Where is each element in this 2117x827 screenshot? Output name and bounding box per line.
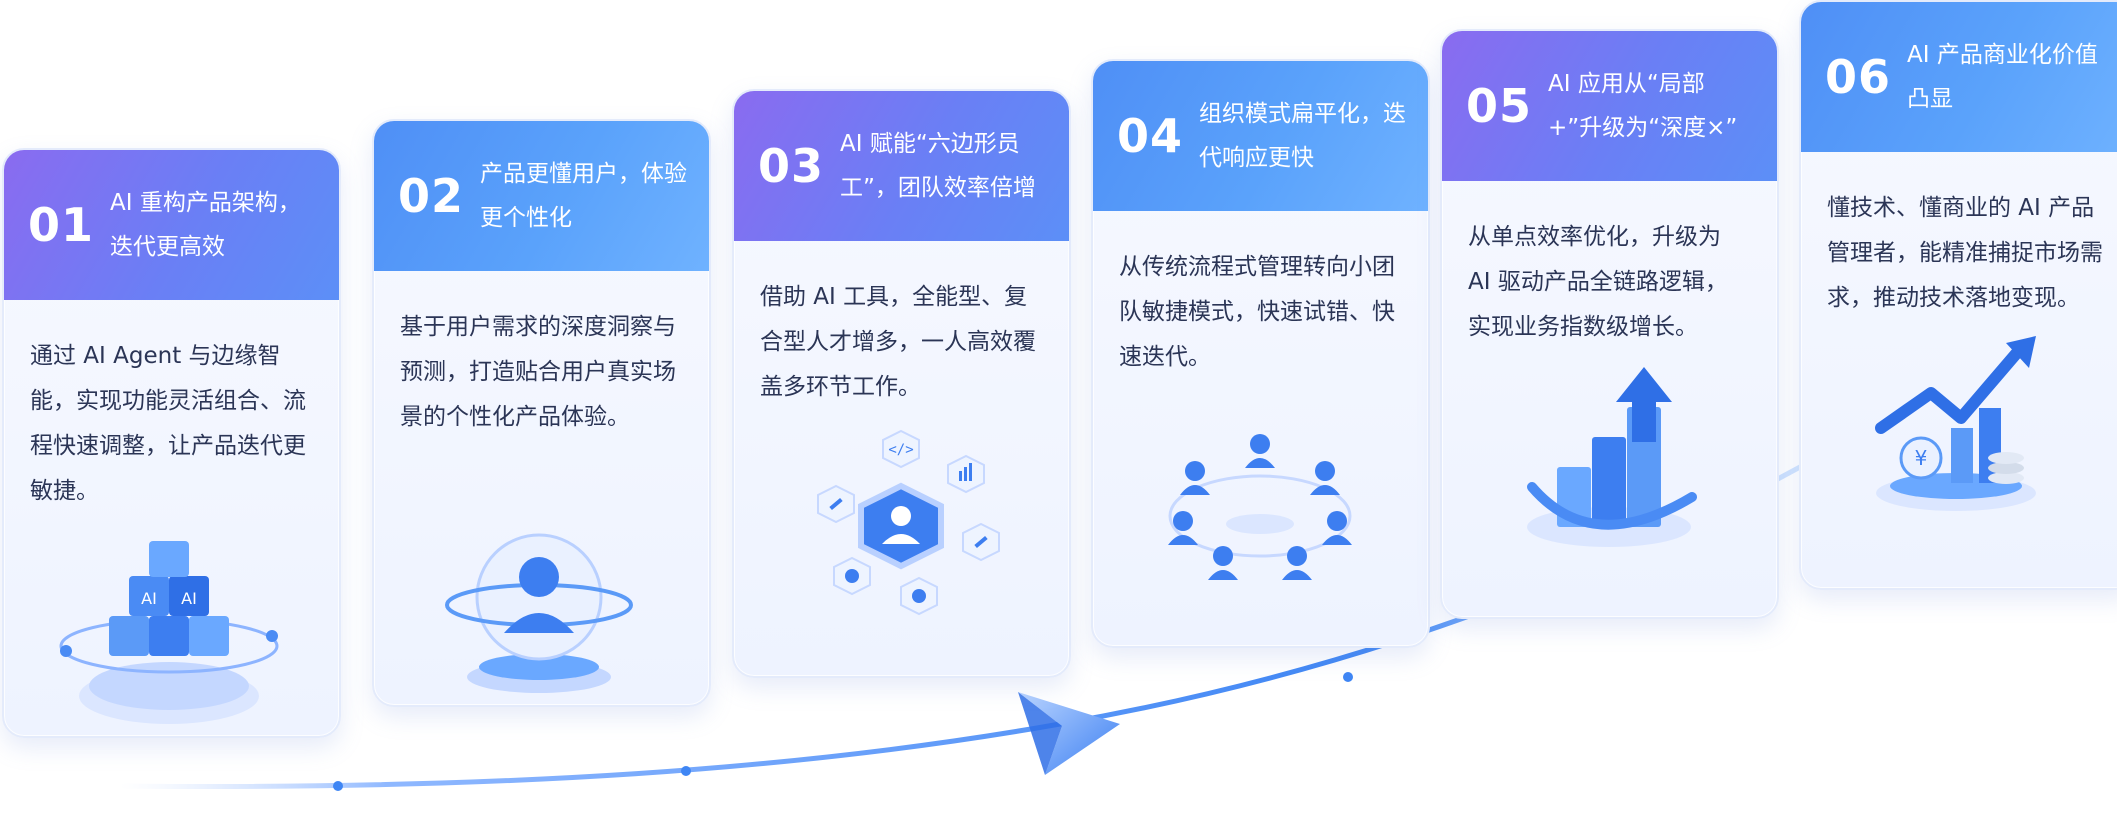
team-network-icon [1168,434,1352,580]
yuan-growth-icon: ¥ [1875,336,2036,511]
cube-label: AI [181,589,197,608]
growth-bars-icon [1527,367,1697,547]
step-description: 借助 AI 工具，全能型、复合型人才增多，一人高效覆盖多环节工作。 [760,284,1036,400]
step-card-06: 06 AI 产品商业化价值凸显 懂技术、懂商业的 AI 产品管理者，能精准捕捉市… [1799,0,2117,590]
curve-dot [333,781,343,791]
step-header: 05 AI 应用从“局部+”升级为“深度×” [1442,31,1777,181]
curve-dot [681,766,691,776]
step-title: AI 应用从“局部+”升级为“深度×” [1548,71,1738,141]
step-header: 04 组织模式扁平化，迭代响应更快 [1093,61,1428,211]
step-card-03: 03 AI 赋能“六边形员工”，团队效率倍增 借助 AI 工具，全能型、复合型人… [732,89,1071,678]
step-card-05: 05 AI 应用从“局部+”升级为“深度×” 从单点效率优化，升级为 AI 驱动… [1440,29,1779,619]
step-card-04: 04 组织模式扁平化，迭代响应更快 从传统流程式管理转向小团队敏捷模式，快速试错… [1091,59,1430,648]
ai-cubes-icon: AI AI [59,541,279,724]
step-number: 04 [1117,109,1184,163]
step-title: AI 赋能“六边形员工”，团队效率倍增 [840,131,1036,201]
step-number: 02 [398,169,465,223]
step-header: 01 AI 重构产品架构，迭代更高效 [4,150,339,300]
step-number: 03 [758,139,825,193]
user-sphere-icon [445,533,633,693]
step-number: 05 [1466,79,1533,133]
step-number: 01 [28,198,95,252]
cube-label: AI [141,589,157,608]
step-description: 从传统流程式管理转向小团队敏捷模式，快速试错、快速迭代。 [1119,254,1395,370]
step-description: 通过 AI Agent 与边缘智能，实现功能灵活组合、流程快速调整，让产品迭代更… [30,343,306,504]
curve-dot [1343,672,1353,682]
svg-text:</>: </> [888,442,913,458]
step-title: 产品更懂用户，体验更个性化 [480,161,688,231]
step-card-02: 02 产品更懂用户，体验更个性化 基于用户需求的深度洞察与预测，打造贴合用户真实… [372,119,711,707]
step-title: AI 重构产品架构，迭代更高效 [110,190,301,260]
step-header: 02 产品更懂用户，体验更个性化 [374,121,709,271]
step-header: 06 AI 产品商业化价值凸显 [1801,2,2117,152]
step-description: 从单点效率优化，升级为 AI 驱动产品全链路逻辑，实现业务指数级增长。 [1468,224,1728,340]
step-header: 03 AI 赋能“六边形员工”，团队效率倍增 [734,91,1069,241]
currency-symbol: ¥ [1915,446,1928,470]
paper-plane-icon [1018,692,1120,775]
step-description: 基于用户需求的深度洞察与预测，打造贴合用户真实场景的个性化产品体验。 [400,314,676,430]
step-title: 组织模式扁平化，迭代响应更快 [1199,101,1407,171]
step-title: AI 产品商业化价值凸显 [1907,42,2098,112]
hexagon-skills-icon: </> [817,429,1000,616]
step-description: 懂技术、懂商业的 AI 产品管理者，能精准捕捉市场需求，推动技术落地变现。 [1827,195,2103,311]
step-number: 06 [1825,50,1892,104]
step-card-01: 01 AI 重构产品架构，迭代更高效 通过 AI Agent 与边缘智能，实现功… [2,148,341,738]
